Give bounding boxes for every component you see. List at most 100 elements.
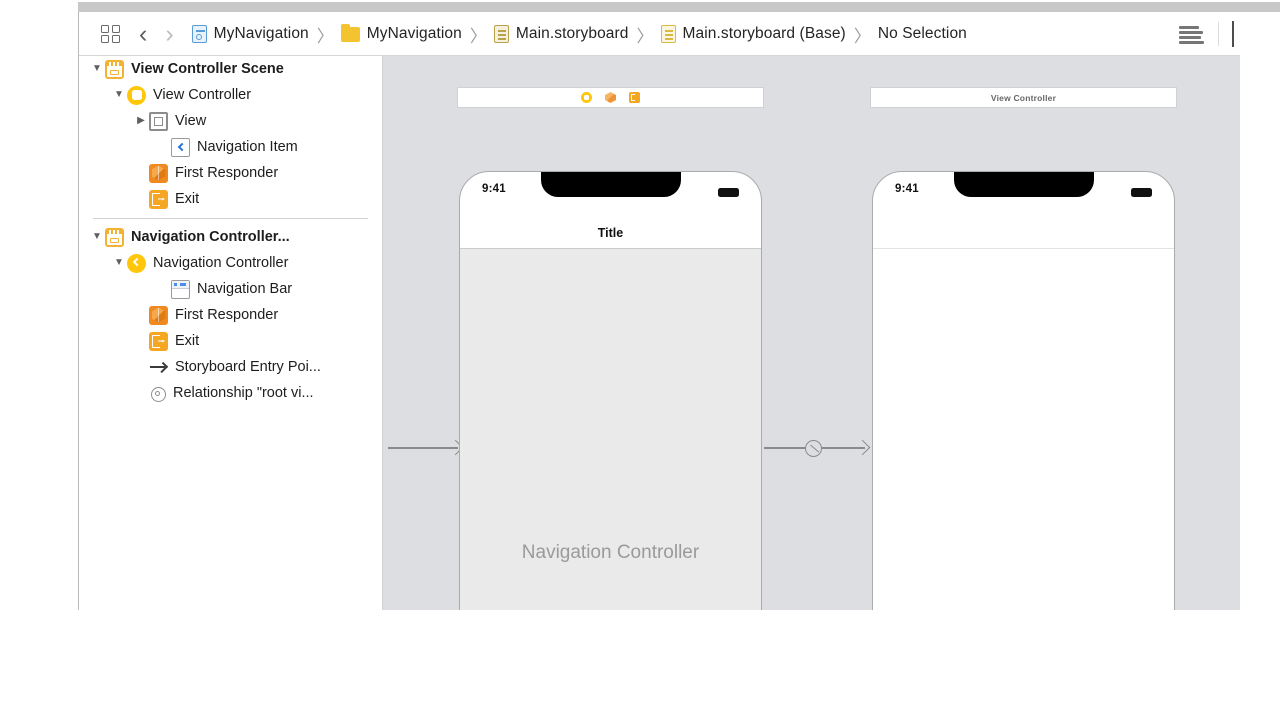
- navigation-bar-title: Title: [597, 226, 624, 240]
- outline-row-navigation-controller-scene[interactable]: ▼ Navigation Controller...: [79, 224, 382, 250]
- breadcrumb-item-folder[interactable]: MyNavigation: [340, 23, 462, 43]
- breadcrumb-separator: 〉: [316, 26, 334, 46]
- relationship-segue-badge[interactable]: [805, 440, 822, 457]
- view-controller-scene-canvas[interactable]: View Controller 9:41: [870, 87, 1177, 610]
- grid-icon[interactable]: [101, 24, 123, 44]
- arrow-head: [854, 439, 871, 456]
- outline-row-first-responder[interactable]: ▶ First Responder: [79, 160, 382, 186]
- outline-row-relationship[interactable]: ▶ Relationship "root vi...: [79, 380, 382, 406]
- scene-icon: [105, 227, 124, 247]
- breadcrumb-separator: 〉: [636, 26, 654, 46]
- exit-icon: [149, 189, 168, 209]
- outline-row-storyboard-entry-point[interactable]: ▶ Storyboard Entry Poi...: [79, 354, 382, 380]
- navigation-item-icon: [171, 137, 190, 157]
- outline-row-label: Storyboard Entry Poi...: [175, 359, 321, 375]
- disclosure-triangle-icon[interactable]: ▼: [92, 231, 102, 242]
- scene-title-bar[interactable]: [457, 87, 764, 108]
- disclosure-placeholder: ▶: [133, 336, 149, 346]
- disclosure-placeholder: ▶: [133, 310, 149, 320]
- align-left-icon[interactable]: [1179, 25, 1205, 44]
- scene-placeholder-label: Navigation Controller: [521, 542, 700, 563]
- outline-row-label: First Responder: [175, 165, 279, 181]
- breadcrumb-item-storyboard-base[interactable]: Main.storyboard (Base): [660, 25, 846, 43]
- outline-group-separator: [93, 218, 368, 219]
- outline-row-navigation-controller[interactable]: ▼ Navigation Controller: [79, 250, 382, 276]
- breadcrumb-item-storyboard[interactable]: Main.storyboard: [493, 25, 629, 43]
- outline-row-label: View: [175, 113, 207, 129]
- outline-row-navigation-item[interactable]: ▶ Navigation Item: [79, 134, 382, 160]
- breadcrumb-label: No Selection: [877, 25, 967, 42]
- outline-row-label: Exit: [175, 333, 200, 349]
- storyboard-base-document-icon: [660, 25, 676, 43]
- jump-bar-controls: [1179, 21, 1240, 47]
- outline-row-view[interactable]: ▶ View: [79, 108, 382, 134]
- folder-icon: [340, 23, 360, 42]
- device-frame[interactable]: 9:41: [872, 171, 1175, 610]
- safe-area-divider: [873, 248, 1174, 249]
- disclosure-placeholder: ▶: [133, 388, 149, 398]
- window-title-bar: [78, 2, 1280, 12]
- navigation-controller-icon: [127, 253, 146, 273]
- view-controller-icon: [581, 92, 592, 103]
- breadcrumb: MyNavigation 〉 MyNavigation 〉 Main.story…: [191, 22, 1179, 47]
- breadcrumb-label: Main.storyboard: [515, 25, 629, 42]
- outline-row-label: Navigation Controller...: [131, 229, 290, 245]
- device-notch: [953, 172, 1094, 197]
- navigation-bar[interactable]: Title: [460, 218, 761, 249]
- outline-row-view-controller-scene[interactable]: ▼ View Controller Scene: [79, 56, 382, 82]
- disclosure-placeholder: ▶: [133, 194, 149, 204]
- outline-row-label: Exit: [175, 191, 200, 207]
- document-outline-panel[interactable]: ▼ View Controller Scene ▼ View Controlle…: [79, 56, 383, 610]
- device-notch: [540, 172, 681, 197]
- outline-group-view-controller-scene: ▼ View Controller Scene ▼ View Controlle…: [79, 56, 382, 212]
- relationship-icon: [151, 386, 166, 402]
- battery-icon: [1131, 188, 1152, 197]
- view-content-area[interactable]: Navigation Controller: [460, 249, 761, 610]
- outline-row-label: First Responder: [175, 307, 279, 323]
- scene-title-bar[interactable]: View Controller: [870, 87, 1177, 108]
- disclosure-triangle-icon[interactable]: ▼: [114, 257, 124, 268]
- storyboard-canvas[interactable]: 9:41 Title Navigation Controller View Co…: [383, 56, 1240, 610]
- disclosure-triangle-icon[interactable]: ▶: [137, 115, 145, 126]
- view-controller-icon: [127, 85, 146, 105]
- outline-row-exit[interactable]: ▶ Exit: [79, 186, 382, 212]
- breadcrumb-item-project[interactable]: MyNavigation: [191, 25, 309, 43]
- root-view-controller-relationship-arrow[interactable]: [764, 438, 871, 458]
- disclosure-placeholder: ▶: [133, 362, 149, 372]
- disclosure-triangle-icon[interactable]: ▼: [92, 63, 102, 74]
- breadcrumb-item-selection[interactable]: No Selection: [878, 25, 967, 43]
- outline-row-label: Navigation Controller: [153, 255, 289, 271]
- first-responder-icon: [149, 163, 168, 183]
- disclosure-triangle-icon[interactable]: ▼: [114, 89, 124, 100]
- first-responder-icon: [605, 92, 616, 103]
- breadcrumb-separator: 〉: [853, 26, 871, 46]
- storyboard-entry-point-arrow[interactable]: [388, 438, 464, 458]
- exit-icon: [149, 331, 168, 351]
- breadcrumb-label: Main.storyboard (Base): [682, 25, 846, 42]
- status-bar-time: 9:41: [895, 183, 919, 195]
- outline-row-first-responder[interactable]: ▶ First Responder: [79, 302, 382, 328]
- outline-row-navigation-bar[interactable]: ▶ Navigation Bar: [79, 276, 382, 302]
- first-responder-icon: [149, 305, 168, 325]
- exit-icon: [629, 92, 640, 103]
- scene-title-label: View Controller: [990, 92, 1057, 103]
- view-content-area[interactable]: [873, 249, 1174, 610]
- navigation-bar-icon: [171, 279, 190, 299]
- disclosure-placeholder: ▶: [155, 284, 171, 294]
- project-document-icon: [191, 25, 207, 43]
- entry-point-arrow-icon: [149, 358, 168, 377]
- history-navigation: ‹ ›: [139, 19, 174, 48]
- navigation-controller-scene-canvas[interactable]: 9:41 Title Navigation Controller: [457, 87, 764, 610]
- outline-row-view-controller[interactable]: ▼ View Controller: [79, 82, 382, 108]
- toolbar-edge-marker: [1232, 21, 1234, 47]
- outline-row-exit[interactable]: ▶ Exit: [79, 328, 382, 354]
- jump-bar: ‹ › MyNavigation 〉 MyNavigation 〉 Main.s…: [79, 13, 1240, 56]
- disclosure-placeholder: ▶: [155, 142, 171, 152]
- breadcrumb-label: MyNavigation: [366, 25, 462, 42]
- chevron-right-icon[interactable]: ›: [165, 19, 174, 48]
- device-frame[interactable]: 9:41 Title Navigation Controller: [459, 171, 762, 610]
- chevron-left-icon[interactable]: ‹: [139, 19, 148, 48]
- view-icon: [149, 111, 168, 131]
- breadcrumb-label: MyNavigation: [213, 25, 309, 42]
- outline-row-label: View Controller: [153, 87, 252, 103]
